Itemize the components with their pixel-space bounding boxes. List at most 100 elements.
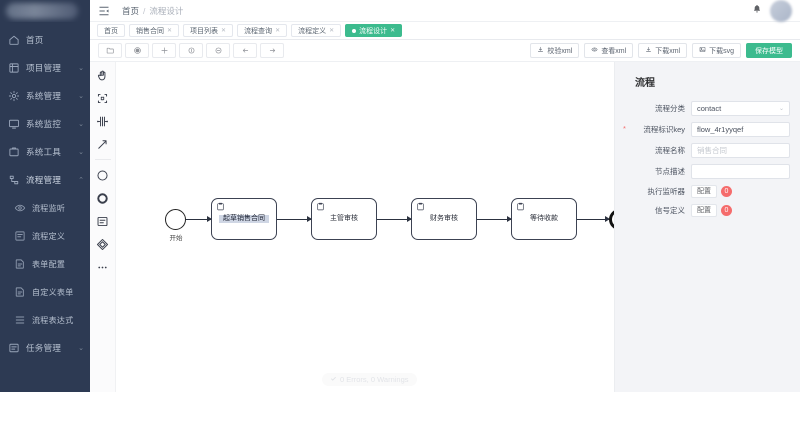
sidebar-item-6[interactable]: 流程监听 xyxy=(0,194,90,222)
close-icon[interactable]: ✕ xyxy=(329,28,335,34)
palette-gateway-icon[interactable] xyxy=(94,235,112,253)
toolbar-button-4[interactable]: 保存模型 xyxy=(746,43,792,58)
bpmn-canvas[interactable]: 开始 起草销售合同 xyxy=(116,62,614,392)
sidebar-item-11[interactable]: 任务管理⌄ xyxy=(0,334,90,362)
palette-lasso-tool-icon[interactable] xyxy=(94,89,112,107)
open-folder-icon[interactable] xyxy=(98,43,122,58)
undo-icon[interactable] xyxy=(233,43,257,58)
toolbar-button-label: 下载svg xyxy=(709,47,734,55)
form-control xyxy=(691,164,790,179)
breadcrumb-current: 流程设计 xyxy=(149,5,184,16)
form-label: 流程名称 xyxy=(625,145,691,156)
palette-more-icon[interactable] xyxy=(94,258,112,276)
task-node[interactable]: 财务审核 xyxy=(411,198,477,240)
work-area: 开始 起草销售合同 xyxy=(90,62,800,392)
sidebar-item-2[interactable]: 系统管理⌄ xyxy=(0,82,90,110)
tab-label: 项目列表 xyxy=(190,27,219,35)
form-label: 节点描述 xyxy=(625,166,691,177)
tab-0[interactable]: 首页 xyxy=(97,24,125,37)
sidebar-item-1[interactable]: 项目管理⌄ xyxy=(0,54,90,82)
task-icon xyxy=(8,342,20,354)
end-event[interactable] xyxy=(609,209,614,230)
input-2[interactable]: 销售合同 xyxy=(691,143,790,158)
select-0[interactable]: contact⌄ xyxy=(691,101,790,116)
sequence-flow[interactable] xyxy=(277,215,312,224)
sidebar-item-0[interactable]: 首页 xyxy=(0,26,90,54)
toolbar-button-label: 保存模型 xyxy=(755,47,783,55)
status-badge: 0 xyxy=(721,186,732,197)
close-icon[interactable]: ✕ xyxy=(275,28,281,34)
settings-icon[interactable] xyxy=(125,43,149,58)
input-1[interactable]: flow_4r1yyqef xyxy=(691,122,790,137)
sequence-flow[interactable] xyxy=(577,215,610,224)
close-icon[interactable]: ✕ xyxy=(167,28,173,34)
tab-2[interactable]: 项目列表✕ xyxy=(183,24,234,37)
form-control: 配置 0 xyxy=(691,185,790,198)
config-wrap-5: 配置 0 xyxy=(691,204,790,217)
monitor-icon xyxy=(8,118,20,130)
sidebar-item-9[interactable]: 自定义表单 xyxy=(0,278,90,306)
tab-1[interactable]: 销售合同✕ xyxy=(129,24,180,37)
tool-icon xyxy=(8,146,20,158)
toolbar-button-2[interactable]: 下载xml xyxy=(638,43,688,58)
toolbar-button-0[interactable]: 校验xml xyxy=(530,43,580,58)
start-event[interactable] xyxy=(165,209,186,230)
task-node[interactable]: 等待收款 xyxy=(511,198,577,240)
config-button[interactable]: 配置 xyxy=(691,204,717,217)
chevron-down-icon: ⌄ xyxy=(78,121,84,128)
sidebar-item-label: 表单配置 xyxy=(32,259,66,269)
palette-task-icon[interactable] xyxy=(94,212,112,230)
image-icon xyxy=(699,46,706,55)
sequence-flow[interactable] xyxy=(186,215,212,224)
sidebar-item-4[interactable]: 系统工具⌄ xyxy=(0,138,90,166)
palette-end-event-icon[interactable] xyxy=(94,189,112,207)
flow-icon xyxy=(8,174,20,186)
form-label-text: 执行监听器 xyxy=(647,187,686,196)
sidebar-item-5[interactable]: 流程管理⌃ xyxy=(0,166,90,194)
tab-label: 销售合同 xyxy=(136,27,164,35)
input-3[interactable] xyxy=(691,164,790,179)
sidebar-item-10[interactable]: 流程表达式 xyxy=(0,306,90,334)
tab-5[interactable]: 流程设计✕ xyxy=(345,24,403,37)
sidebar-item-label: 流程定义 xyxy=(32,231,66,241)
config-button[interactable]: 配置 xyxy=(691,185,717,198)
task-node[interactable]: 起草销售合同 xyxy=(211,198,277,240)
sidebar-item-3[interactable]: 系统监控⌄ xyxy=(0,110,90,138)
breadcrumb-root[interactable]: 首页 xyxy=(122,5,140,16)
sidebar-item-8[interactable]: 表单配置 xyxy=(0,250,90,278)
avatar[interactable] xyxy=(770,0,792,22)
bell-icon[interactable] xyxy=(752,4,762,17)
zoom-reset-icon[interactable] xyxy=(179,43,203,58)
task-node[interactable]: 主管审核 xyxy=(311,198,377,240)
zoom-in-icon[interactable] xyxy=(152,43,176,58)
toolbar-right-group: 校验xml 查看xml 下载xml 下载svg 保存模型 xyxy=(530,43,792,58)
form-label: 流程分类 xyxy=(625,103,691,114)
palette-start-event-icon[interactable] xyxy=(94,166,112,184)
status-badge: 0 xyxy=(721,205,732,216)
zoom-out-icon[interactable] xyxy=(206,43,230,58)
tab-4[interactable]: 流程定义✕ xyxy=(291,24,342,37)
palette-connect-tool-icon[interactable] xyxy=(94,135,112,153)
menu-fold-icon[interactable] xyxy=(98,5,110,17)
form-control: 销售合同 xyxy=(691,143,790,158)
toolbar-button-label: 查看xml xyxy=(601,47,627,55)
sequence-flow[interactable] xyxy=(477,215,512,224)
close-icon[interactable]: ✕ xyxy=(221,28,227,34)
palette-space-tool-icon[interactable] xyxy=(94,112,112,130)
task-label: 财务审核 xyxy=(430,215,458,223)
breadcrumb-separator: / xyxy=(143,5,146,16)
redo-icon[interactable] xyxy=(260,43,284,58)
sidebar-item-7[interactable]: 流程定义 xyxy=(0,222,90,250)
tab-3[interactable]: 流程查询✕ xyxy=(237,24,288,37)
palette-hand-tool-icon[interactable] xyxy=(94,66,112,84)
sidebar-logo[interactable] xyxy=(0,0,90,22)
download-check-icon xyxy=(537,46,544,55)
form-label-text: 流程名称 xyxy=(655,146,685,155)
bpmn-palette xyxy=(90,62,116,392)
sequence-flow[interactable] xyxy=(377,215,412,224)
toolbar-button-1[interactable]: 查看xml xyxy=(584,43,634,58)
toolbar-button-3[interactable]: 下载svg xyxy=(692,43,741,58)
close-icon[interactable]: ✕ xyxy=(390,28,396,34)
chevron-down-icon: ⌄ xyxy=(78,345,84,352)
form-icon xyxy=(14,258,26,270)
